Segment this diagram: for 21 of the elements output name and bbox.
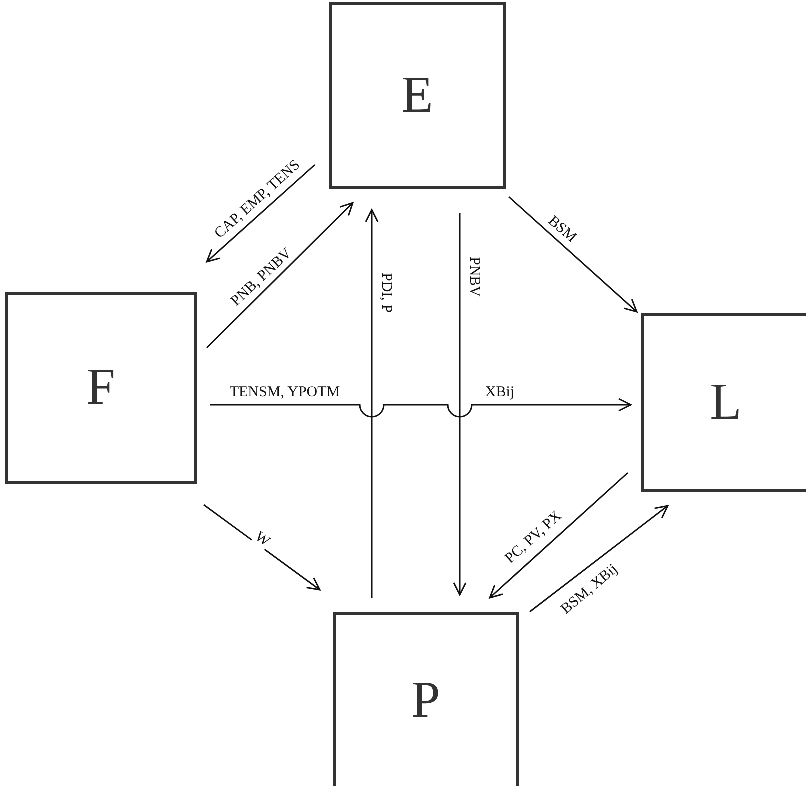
process-box	[5, 292, 197, 484]
node-label: P	[412, 675, 440, 727]
process-box	[333, 612, 519, 786]
arrow	[210, 398, 632, 418]
arrow	[204, 504, 321, 591]
process-box	[329, 2, 506, 189]
arrow	[489, 472, 628, 599]
process-box	[641, 313, 806, 492]
edge-label: TENSM, YPOTM	[228, 386, 342, 400]
edge-label: W	[251, 529, 273, 551]
node-label: L	[710, 376, 742, 428]
arrow	[365, 209, 379, 598]
arrow	[206, 202, 354, 349]
arrow	[206, 164, 316, 263]
arrow	[508, 196, 638, 313]
flow-label: XBij	[484, 386, 516, 400]
edge-label: PDI, P	[378, 272, 394, 314]
node-label: E	[402, 70, 434, 122]
arrow	[530, 505, 669, 613]
arrow	[453, 213, 467, 596]
node-label: F	[86, 362, 116, 414]
